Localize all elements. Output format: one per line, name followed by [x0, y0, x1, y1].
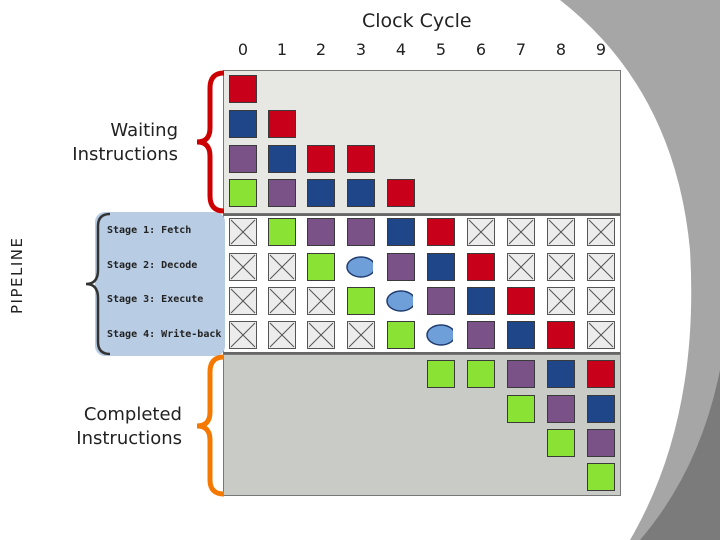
pipeline-bubble-icon	[386, 290, 413, 312]
pipeline-instruction-green	[307, 253, 335, 281]
completed-instruction-blue	[587, 395, 615, 423]
pipeline-instruction-purple	[347, 218, 375, 246]
waiting-instruction-blue	[229, 110, 257, 138]
waiting-instruction-blue	[268, 145, 296, 173]
stage-label-fetch: Stage 1: Fetch	[107, 225, 192, 236]
cycle-9-label: 9	[595, 40, 607, 59]
pipeline-instruction-blue	[387, 218, 415, 246]
empty-slot-icon	[268, 287, 296, 315]
completed-instruction-green	[507, 395, 535, 423]
pipeline-instruction-red	[427, 218, 455, 246]
empty-slot-icon	[587, 218, 615, 246]
pipeline-band	[95, 212, 225, 356]
pipeline-instruction-purple	[427, 287, 455, 315]
empty-slot-icon	[587, 321, 615, 349]
pipeline-brace	[85, 212, 111, 356]
empty-slot-icon	[268, 253, 296, 281]
completed-instruction-green	[587, 463, 615, 491]
completed-label-line-2: Instructions	[76, 428, 182, 449]
waiting-instruction-green	[229, 179, 257, 207]
waiting-label-line-1: Waiting	[110, 120, 178, 141]
pipeline-instruction-red	[547, 321, 575, 349]
clock-cycle-title: Clock Cycle	[362, 10, 472, 32]
completed-instruction-green	[427, 360, 455, 388]
waiting-instruction-red	[387, 179, 415, 207]
completed-instruction-green	[547, 429, 575, 457]
empty-slot-icon	[229, 253, 257, 281]
pipeline-instruction-green	[387, 321, 415, 349]
pipeline-instruction-red	[507, 287, 535, 315]
pipeline-instruction-purple	[467, 321, 495, 349]
empty-slot-icon	[307, 287, 335, 315]
completed-instruction-purple	[587, 429, 615, 457]
cycle-0-label: 0	[237, 40, 249, 59]
waiting-instruction-red	[307, 145, 335, 173]
cycle-5-label: 5	[435, 40, 447, 59]
waiting-brace	[196, 70, 225, 214]
empty-slot-icon	[229, 218, 257, 246]
completed-instruction-purple	[547, 395, 575, 423]
corner-shape-gray	[560, 0, 720, 540]
waiting-instruction-blue	[307, 179, 335, 207]
pipeline-instruction-blue	[507, 321, 535, 349]
completed-instruction-red	[587, 360, 615, 388]
pipeline-instruction-green	[347, 287, 375, 315]
empty-slot-icon	[347, 321, 375, 349]
cycle-8-label: 8	[555, 40, 567, 59]
waiting-instruction-red	[347, 145, 375, 173]
empty-slot-icon	[587, 287, 615, 315]
completed-label-line-1: Completed	[83, 404, 182, 425]
pipeline-label: PIPELINE	[8, 236, 26, 314]
empty-slot-icon	[229, 287, 257, 315]
completed-brace	[196, 354, 225, 497]
empty-slot-icon	[587, 253, 615, 281]
stage-label-write-back: Stage 4: Write-back	[107, 329, 222, 340]
waiting-instruction-blue	[347, 179, 375, 207]
empty-slot-icon	[507, 218, 535, 246]
waiting-instruction-purple	[229, 145, 257, 173]
empty-slot-icon	[507, 253, 535, 281]
stage-label-execute: Stage 3: Execute	[107, 294, 204, 305]
completed-instruction-green	[467, 360, 495, 388]
pipeline-instruction-blue	[467, 287, 495, 315]
cycle-4-label: 4	[395, 40, 407, 59]
empty-slot-icon	[307, 321, 335, 349]
empty-slot-icon	[547, 253, 575, 281]
pipeline-instruction-blue	[427, 253, 455, 281]
waiting-instruction-red	[268, 110, 296, 138]
pipeline-instruction-green	[268, 218, 296, 246]
cycle-1-label: 1	[276, 40, 288, 59]
pipeline-instruction-purple	[387, 253, 415, 281]
empty-slot-icon	[547, 287, 575, 315]
pipeline-instruction-red	[467, 253, 495, 281]
empty-slot-icon	[467, 218, 495, 246]
waiting-label-line-2: Instructions	[72, 144, 178, 165]
pipeline-bubble-icon	[346, 256, 373, 278]
pipeline-instruction-purple	[307, 218, 335, 246]
corner-shape-dark	[640, 370, 720, 540]
pipeline-bubble-icon	[426, 324, 453, 346]
completed-instructions-label: Completed Instructions	[40, 403, 182, 451]
cycle-3-label: 3	[355, 40, 367, 59]
cycle-6-label: 6	[475, 40, 487, 59]
empty-slot-icon	[229, 321, 257, 349]
waiting-instruction-red	[229, 75, 257, 103]
completed-instruction-purple	[507, 360, 535, 388]
waiting-instruction-purple	[268, 179, 296, 207]
cycle-7-label: 7	[515, 40, 527, 59]
cycle-2-label: 2	[315, 40, 327, 59]
completed-instruction-blue	[547, 360, 575, 388]
stage-label-decode: Stage 2: Decode	[107, 260, 198, 271]
empty-slot-icon	[268, 321, 296, 349]
waiting-instructions-label: Waiting Instructions	[40, 119, 178, 167]
empty-slot-icon	[547, 218, 575, 246]
